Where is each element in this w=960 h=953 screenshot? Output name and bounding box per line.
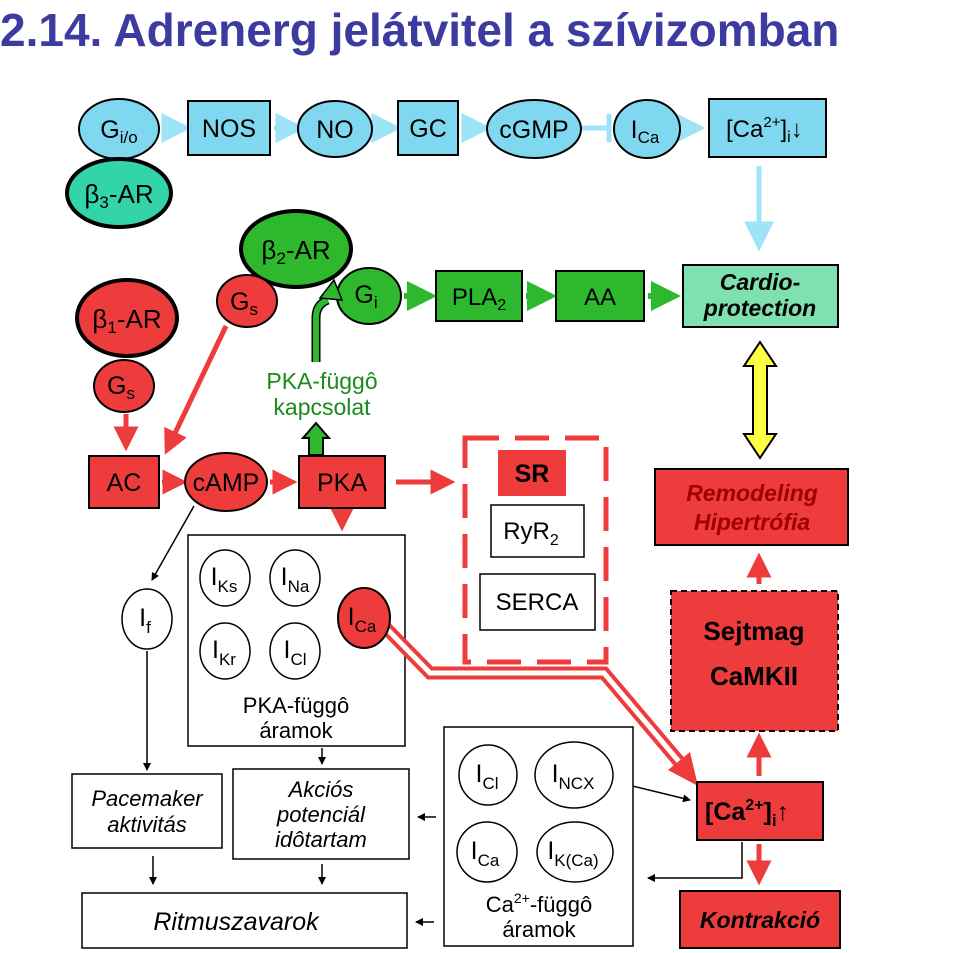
svg-text:Kontrakció: Kontrakció <box>700 907 820 933</box>
svg-text:Akciós: Akciós <box>287 777 354 802</box>
svg-text:Pacemaker: Pacemaker <box>91 786 204 811</box>
svg-text:[Ca2+]i↓: [Ca2+]i↓ <box>726 114 803 146</box>
svg-text:Hipertrófia: Hipertrófia <box>694 509 811 535</box>
arrow-cardio-remodeling <box>742 340 778 460</box>
node-sejtmag: Sejtmag CaMKII <box>670 590 839 732</box>
node-remodeling: Remodeling Hipertrófia <box>654 468 849 546</box>
svg-text:PKA: PKA <box>317 469 367 497</box>
svg-text:PLA2: PLA2 <box>452 284 506 314</box>
svg-text:Gs: Gs <box>230 288 258 319</box>
svg-text:If: If <box>139 604 151 637</box>
svg-text:NOS: NOS <box>202 115 256 143</box>
svg-text:PKA-függô: PKA-függô <box>266 368 377 394</box>
node-ap-duration: Akciós potenciál idôtartam <box>232 768 410 860</box>
node-gc: GC <box>397 100 459 156</box>
svg-text:ICl: ICl <box>475 760 498 793</box>
arrow-pka-switch <box>311 278 344 362</box>
arrow-gs-b2-camp <box>164 324 229 455</box>
node-b1ar: β1-AR <box>75 278 179 358</box>
svg-text:Gs: Gs <box>107 372 135 403</box>
node-gi: Gi <box>336 267 402 325</box>
svg-text:IK(Ca): IK(Ca) <box>547 837 598 870</box>
svg-text:Ca2+-függô: Ca2+-függô <box>486 890 592 917</box>
svg-text:Ritmuszavarok: Ritmuszavarok <box>153 908 320 936</box>
svg-text:aktivitás: aktivitás <box>107 812 186 837</box>
svg-text:CaMKII: CaMKII <box>710 661 798 691</box>
node-no: NO <box>297 100 373 158</box>
svg-text:Cardio-: Cardio- <box>720 269 801 295</box>
svg-text:[Ca2+]i↑: [Ca2+]i↑ <box>705 797 789 830</box>
node-ica-pka: ICa <box>337 587 391 649</box>
svg-text:Gi: Gi <box>354 281 377 312</box>
node-ca-top: [Ca2+]i↓ <box>708 98 827 158</box>
svg-text:NO: NO <box>316 116 354 144</box>
svg-text:ICa: ICa <box>471 837 500 870</box>
svg-text:INCX: INCX <box>552 760 595 793</box>
svg-text:kapcsolat: kapcsolat <box>273 394 371 420</box>
arrow-ca-currents <box>647 842 743 882</box>
node-b2ar: β2-AR <box>239 209 353 289</box>
svg-text:AA: AA <box>584 284 616 311</box>
svg-text:idôtartam: idôtartam <box>275 827 367 852</box>
node-ica-top: ICa <box>613 99 681 159</box>
node-kontrakcio: Kontrakció <box>679 890 841 949</box>
svg-text:β1-AR: β1-AR <box>92 304 161 337</box>
node-gio: Gi/o <box>78 98 160 160</box>
svg-text:β3-AR: β3-AR <box>84 179 153 212</box>
node-pla2: PLA2 <box>435 270 523 322</box>
arrow-camp-if <box>151 505 195 581</box>
svg-text:protection: protection <box>703 295 816 321</box>
svg-text:áramok: áramok <box>259 718 333 743</box>
svg-text:PKA-függô: PKA-függô <box>243 693 349 718</box>
node-camp: cAMP <box>184 452 268 512</box>
node-aa: AA <box>555 270 645 322</box>
node-ac: AC <box>88 455 160 509</box>
svg-text:áramok: áramok <box>502 917 576 942</box>
node-gs-b2: Gs <box>216 274 278 328</box>
svg-text:ICa: ICa <box>631 116 660 147</box>
svg-text:SERCA: SERCA <box>496 589 579 616</box>
svg-text:cAMP: cAMP <box>193 469 260 497</box>
arrow-ica-ca-mid <box>379 621 698 786</box>
svg-text:β2-AR: β2-AR <box>261 235 330 268</box>
svg-text:RyR2: RyR2 <box>503 518 559 549</box>
sr-container: SR RyR2 SERCA <box>462 435 609 665</box>
node-pacemaker: Pacemaker aktivitás <box>71 773 223 849</box>
svg-text:INa: INa <box>281 563 310 596</box>
page-title: 2.14. Adrenerg jelátvitel a szívizomban <box>0 4 840 56</box>
node-ritmuszavarok: Ritmuszavarok <box>81 892 408 949</box>
svg-text:potenciál: potenciál <box>276 802 366 827</box>
node-ca-mid: [Ca2+]i↑ <box>696 781 824 841</box>
svg-text:SR: SR <box>515 460 550 488</box>
node-b3ar: β3-AR <box>65 157 173 229</box>
svg-text:Sejtmag: Sejtmag <box>703 616 804 646</box>
node-pka: PKA <box>298 455 386 509</box>
inhibit-cgmp-ica <box>582 114 612 142</box>
svg-text:IKs: IKs <box>211 563 238 596</box>
node-nos: NOS <box>187 100 271 156</box>
node-cgmp: cGMP <box>486 99 582 159</box>
ca-currents-box: ICl INCX ICa IK(Ca) Ca2+-függô áramok <box>443 726 634 947</box>
svg-text:ICa: ICa <box>348 603 377 636</box>
node-gs-b1: Gs <box>93 359 155 413</box>
svg-text:Remodeling: Remodeling <box>686 480 818 506</box>
arrow-pka-up <box>300 421 332 456</box>
node-if: If <box>121 588 173 650</box>
svg-text:IKr: IKr <box>212 636 236 669</box>
node-cardioprotection: Cardio- protection <box>682 264 839 328</box>
svg-text:cGMP: cGMP <box>499 116 568 144</box>
label-pka-link: PKA-függô kapcsolat <box>266 368 377 420</box>
svg-text:Gi/o: Gi/o <box>100 116 137 147</box>
svg-text:ICl: ICl <box>283 636 306 669</box>
svg-text:GC: GC <box>409 115 447 143</box>
svg-text:AC: AC <box>107 469 142 497</box>
